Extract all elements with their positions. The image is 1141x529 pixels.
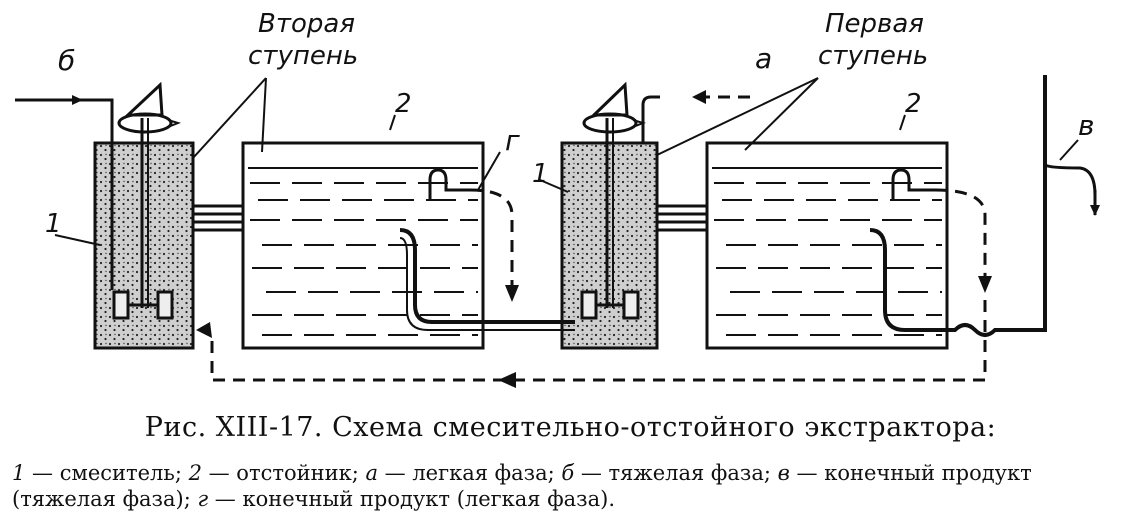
- legend-text-v: — конечный продукт (тяжелая фаза);: [12, 461, 1032, 511]
- legend-text-g: — конечный продукт (легкая фаза).: [208, 487, 616, 511]
- second-stage-label-line1: Вторая: [258, 9, 355, 39]
- heavy-phase-label: б: [58, 44, 75, 77]
- light-phase-label: а: [755, 42, 772, 75]
- figure-legend: 1 — смеситель; 2 — отстойник; а — легкая…: [12, 460, 1137, 512]
- settler-second-stage: [241, 141, 485, 350]
- extractor-diagram: Вторая ступень Первая ступень б а в г 1 …: [15, 9, 1100, 388]
- legend-text-1: — смеситель;: [25, 461, 189, 485]
- legend-key-b: б: [561, 461, 575, 485]
- legend-key-v: в: [777, 461, 790, 485]
- flow-arrows: [20, 95, 1100, 216]
- legend-text-a: — легкая фаза;: [377, 461, 562, 485]
- settler-first-stage: [705, 141, 949, 350]
- final-heavy-label: в: [1078, 109, 1095, 142]
- figure-caption: Рис. XIII-17. Схема смесительно-отстойно…: [144, 412, 997, 443]
- final-light-label: г: [505, 124, 520, 157]
- legend-key-g: г: [197, 487, 209, 511]
- legend-text-2: — отстойник;: [201, 461, 366, 485]
- leader-lines: [54, 77, 1079, 246]
- legend-text-b: — тяжелая фаза;: [574, 461, 778, 485]
- settler-right-number: 2: [905, 89, 922, 119]
- dashed-arrowheads: [196, 90, 992, 388]
- first-stage-label-line2: ступень: [818, 41, 928, 71]
- legend-key-1: 1: [12, 461, 26, 485]
- mixer-left-number: 1: [45, 209, 62, 239]
- first-stage-label-line1: Первая: [825, 9, 924, 39]
- second-stage-label-line2: ступень: [248, 41, 358, 71]
- mixer-second-stage: [93, 81, 195, 350]
- legend-key-a: а: [365, 461, 378, 485]
- legend-key-2: 2: [188, 461, 202, 485]
- settler-left-number: 2: [395, 89, 412, 119]
- mixer-right-number: 1: [532, 159, 549, 189]
- mixer-first-stage: [560, 81, 659, 350]
